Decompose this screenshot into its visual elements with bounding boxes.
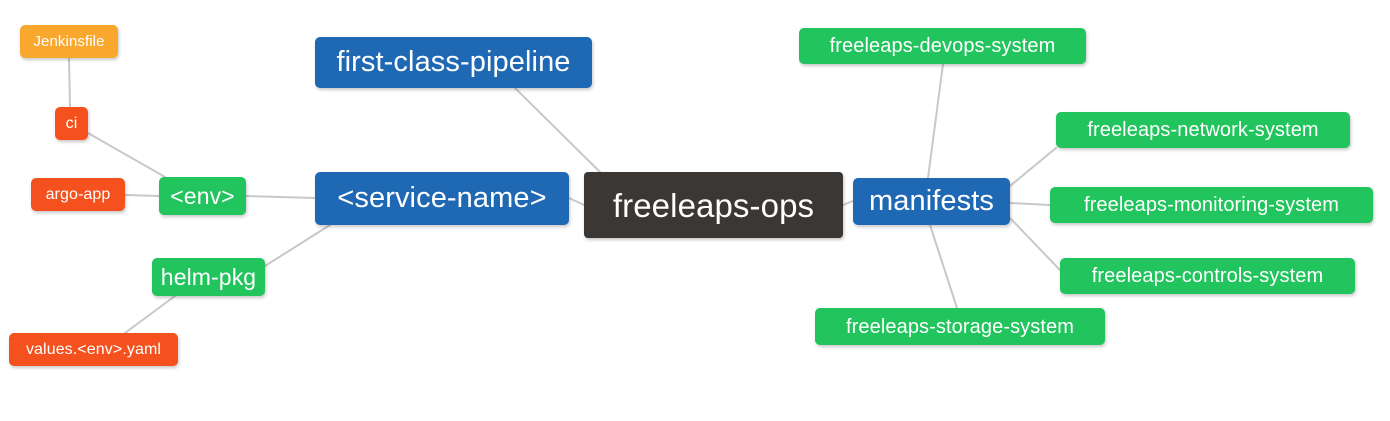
- node-label: argo-app: [45, 185, 111, 203]
- node-first-class-pipeline[interactable]: first-class-pipeline: [315, 37, 592, 88]
- node-label: freeleaps-devops-system: [829, 35, 1056, 57]
- node-env[interactable]: <env>: [159, 177, 246, 215]
- node-label: freeleaps-controls-system: [1091, 265, 1324, 287]
- node-label: <service-name>: [337, 182, 547, 214]
- node-freeleaps-monitoring-system[interactable]: freeleaps-monitoring-system: [1050, 187, 1373, 223]
- node-freeleaps-network-system[interactable]: freeleaps-network-system: [1056, 112, 1350, 148]
- edge-freeleaps-ops-to-first-class-pipeline: [514, 87, 601, 173]
- edge-freeleaps-ops-to-service-name: [568, 197, 585, 206]
- edge-manifests-to-freeleaps-network-system: [1009, 147, 1057, 187]
- node-helm-pkg[interactable]: helm-pkg: [152, 258, 265, 296]
- edge-manifests-to-freeleaps-controls-system: [1009, 217, 1061, 271]
- node-jenkinsfile[interactable]: Jenkinsfile: [20, 25, 118, 58]
- node-argo-app[interactable]: argo-app: [31, 178, 125, 211]
- node-label: first-class-pipeline: [336, 46, 571, 78]
- node-service-name[interactable]: <service-name>: [315, 172, 569, 225]
- node-freeleaps-ops[interactable]: freeleaps-ops: [584, 172, 843, 238]
- node-label: freeleaps-monitoring-system: [1083, 194, 1339, 216]
- node-freeleaps-controls-system[interactable]: freeleaps-controls-system: [1060, 258, 1355, 294]
- edge-manifests-to-freeleaps-monitoring-system: [1009, 202, 1051, 206]
- node-label: values.<env>.yaml: [25, 340, 162, 358]
- edge-manifests-to-freeleaps-storage-system: [929, 224, 958, 309]
- node-label: ci: [65, 114, 78, 132]
- node-ci[interactable]: ci: [55, 107, 88, 140]
- edge-helm-pkg-to-values-env-yaml: [124, 295, 176, 334]
- edge-env-to-argo-app: [124, 194, 160, 197]
- node-freeleaps-storage-system[interactable]: freeleaps-storage-system: [815, 308, 1105, 345]
- node-label: helm-pkg: [160, 263, 257, 290]
- node-freeleaps-devops-system[interactable]: freeleaps-devops-system: [799, 28, 1086, 64]
- edge-service-name-to-helm-pkg: [264, 224, 331, 267]
- node-values-env-yaml[interactable]: values.<env>.yaml: [9, 333, 178, 366]
- node-label: freeleaps-network-system: [1087, 119, 1319, 141]
- edge-manifests-to-freeleaps-devops-system: [927, 63, 944, 179]
- node-label: freeleaps-storage-system: [845, 315, 1075, 338]
- edge-freeleaps-ops-to-manifests: [842, 200, 854, 206]
- edge-service-name-to-env: [245, 195, 316, 199]
- edge-ci-to-jenkinsfile: [68, 57, 71, 108]
- node-label: freeleaps-ops: [612, 186, 815, 224]
- node-label: <env>: [170, 182, 235, 209]
- edge-env-to-ci: [87, 132, 166, 178]
- node-label: Jenkinsfile: [33, 33, 105, 50]
- node-label: manifests: [869, 185, 994, 217]
- node-manifests[interactable]: manifests: [853, 178, 1010, 225]
